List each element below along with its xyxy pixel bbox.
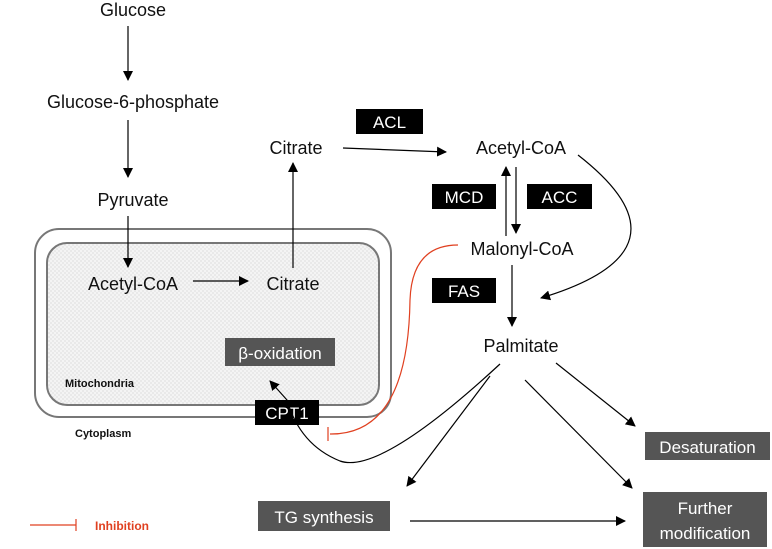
glucose-6-phosphate-label: Glucose-6-phosphate — [47, 92, 219, 112]
mitochondria-label: Mitochondria — [65, 378, 135, 390]
cytoplasm-label: Cytoplasm — [75, 428, 131, 440]
arrow-palmitate-to-desaturation — [555, 362, 636, 427]
beta-oxidation-box: β-oxidation — [225, 338, 335, 366]
desaturation-label: Desaturation — [659, 438, 755, 457]
further-modification-line2: modification — [660, 524, 751, 543]
inhibition-malonyl-cpt1 — [327, 244, 459, 441]
citrate-mito-label: Citrate — [266, 274, 319, 294]
arrow-acetyl-coa-to-palmitate — [540, 154, 632, 301]
arrow-citrate-to-acetyl-coa — [342, 146, 447, 157]
palmitate-label: Palmitate — [483, 336, 558, 356]
malonyl-coa-label: Malonyl-CoA — [470, 239, 573, 259]
fas-enzyme-box: FAS — [432, 278, 496, 303]
cpt1-enzyme-box: CPT1 — [255, 400, 319, 425]
arrow-palmitate-to-beta-oxidation — [269, 363, 501, 464]
arrow-palmitate-to-tg — [406, 375, 491, 487]
pathway-arrows — [123, 26, 636, 526]
cpt1-label: CPT1 — [265, 404, 308, 423]
beta-oxidation-label: β-oxidation — [238, 344, 322, 363]
acc-enzyme-box: ACC — [527, 184, 592, 209]
pyruvate-label: Pyruvate — [97, 190, 168, 210]
fas-label: FAS — [448, 282, 480, 301]
acl-label: ACL — [373, 113, 406, 132]
inhibition-legend-label: Inhibition — [95, 519, 149, 533]
mcd-label: MCD — [445, 188, 484, 207]
further-modification-line1: Further — [678, 499, 733, 518]
acetyl-coa-cyto-label: Acetyl-CoA — [476, 138, 566, 158]
arrow-palmitate-to-further-mod — [524, 379, 633, 489]
tg-synthesis-label: TG synthesis — [274, 508, 373, 527]
further-modification-box: Further modification — [643, 492, 767, 547]
acc-label: ACC — [542, 188, 578, 207]
glucose-label: Glucose — [100, 0, 166, 20]
legend-inhibition: Inhibition — [30, 519, 149, 533]
desaturation-box: Desaturation — [645, 432, 770, 460]
acetyl-coa-mito-label: Acetyl-CoA — [88, 274, 178, 294]
acl-enzyme-box: ACL — [356, 109, 423, 134]
citrate-cyto-label: Citrate — [269, 138, 322, 158]
mcd-enzyme-box: MCD — [432, 184, 496, 209]
tg-synthesis-box: TG synthesis — [258, 501, 390, 531]
